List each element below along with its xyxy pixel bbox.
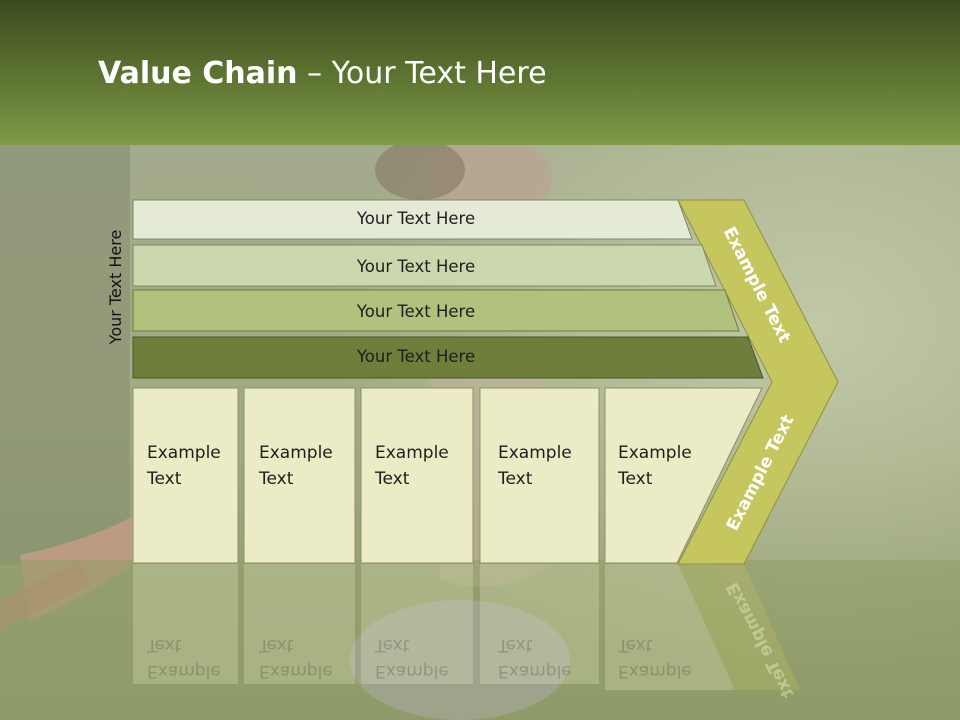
bar-1: [132, 199, 693, 240]
box-reflection: [361, 564, 473, 684]
box-reflection: [244, 564, 355, 684]
bar-2-label: Your Text Here: [356, 257, 476, 276]
bar-3-label: Your Text Here: [356, 302, 476, 321]
chevron-reflection: [678, 564, 800, 690]
box-reflection: [133, 564, 238, 684]
bar-3: [132, 289, 740, 332]
box-4: [479, 387, 600, 564]
bar-4-label: Your Text Here: [356, 347, 476, 366]
box-reflection: [605, 564, 740, 690]
box-3: [360, 387, 474, 564]
bar-2: [132, 244, 717, 287]
box-2: [243, 387, 356, 564]
header-band: Value Chain – Your Text Here: [0, 0, 960, 145]
chevron-arrow: [677, 199, 839, 565]
bar-4: [132, 336, 764, 379]
title-rest: – Your Text Here: [297, 56, 547, 91]
box-5: [604, 387, 763, 564]
box-reflection: [480, 564, 599, 684]
title-bold: Value Chain: [98, 56, 298, 91]
bar-1-label: Your Text Here: [356, 209, 476, 228]
box-1: [132, 387, 239, 564]
slide-title: Value Chain – Your Text Here: [98, 56, 547, 91]
